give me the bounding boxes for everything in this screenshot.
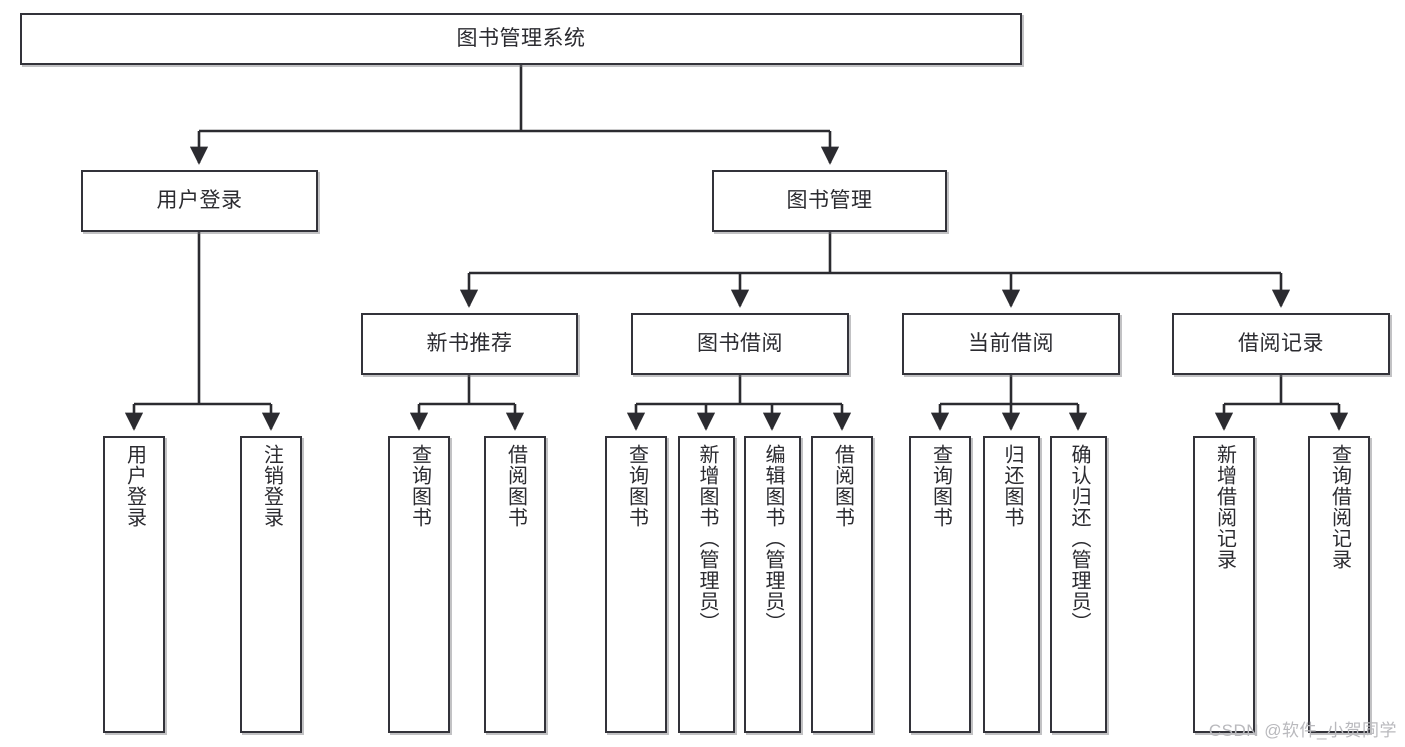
leaf-label: 新增借阅记录 bbox=[1213, 444, 1236, 570]
leaf-label: 新增图书（管理员） bbox=[696, 444, 718, 633]
node-leaf-user-login[interactable]: 用户登录 bbox=[103, 436, 165, 733]
node-leaf-query-book-borrow[interactable]: 查询图书 bbox=[605, 436, 667, 733]
node-leaf-return-book[interactable]: 归还图书 bbox=[983, 436, 1040, 733]
leaf-label: 用户登录 bbox=[123, 444, 146, 528]
node-book-borrow[interactable]: 图书借阅 bbox=[631, 313, 849, 375]
leaf-label: 查询借阅记录 bbox=[1328, 444, 1351, 570]
node-leaf-edit-book[interactable]: 编辑图书（管理员） bbox=[744, 436, 801, 733]
leaf-label: 归还图书 bbox=[1001, 444, 1023, 528]
node-book-manage[interactable]: 图书管理 bbox=[712, 170, 947, 232]
node-leaf-borrow-book[interactable]: 借阅图书 bbox=[811, 436, 873, 733]
node-borrow-record[interactable]: 借阅记录 bbox=[1172, 313, 1390, 375]
node-leaf-borrow-book-rec[interactable]: 借阅图书 bbox=[484, 436, 546, 733]
leaf-label: 查询图书 bbox=[929, 444, 952, 528]
leaf-label: 借阅图书 bbox=[831, 444, 854, 528]
node-leaf-logout[interactable]: 注销登录 bbox=[240, 436, 302, 733]
node-leaf-query-book-rec[interactable]: 查询图书 bbox=[388, 436, 450, 733]
node-leaf-add-record[interactable]: 新增借阅记录 bbox=[1193, 436, 1255, 733]
node-leaf-add-book[interactable]: 新增图书（管理员） bbox=[678, 436, 735, 733]
leaf-label: 查询图书 bbox=[625, 444, 648, 528]
node-leaf-confirm-return[interactable]: 确认归还（管理员） bbox=[1050, 436, 1107, 733]
leaf-label: 编辑图书（管理员） bbox=[762, 444, 784, 633]
leaf-label: 注销登录 bbox=[260, 444, 283, 528]
leaf-label: 借阅图书 bbox=[504, 444, 527, 528]
node-leaf-query-record[interactable]: 查询借阅记录 bbox=[1308, 436, 1370, 733]
leaf-label: 查询图书 bbox=[408, 444, 431, 528]
node-user-login[interactable]: 用户登录 bbox=[81, 170, 318, 232]
node-leaf-query-book-current[interactable]: 查询图书 bbox=[909, 436, 971, 733]
leaf-label: 确认归还（管理员） bbox=[1068, 444, 1090, 633]
node-current-borrow[interactable]: 当前借阅 bbox=[902, 313, 1120, 375]
node-new-book-rec[interactable]: 新书推荐 bbox=[361, 313, 578, 375]
node-root[interactable]: 图书管理系统 bbox=[20, 13, 1022, 65]
